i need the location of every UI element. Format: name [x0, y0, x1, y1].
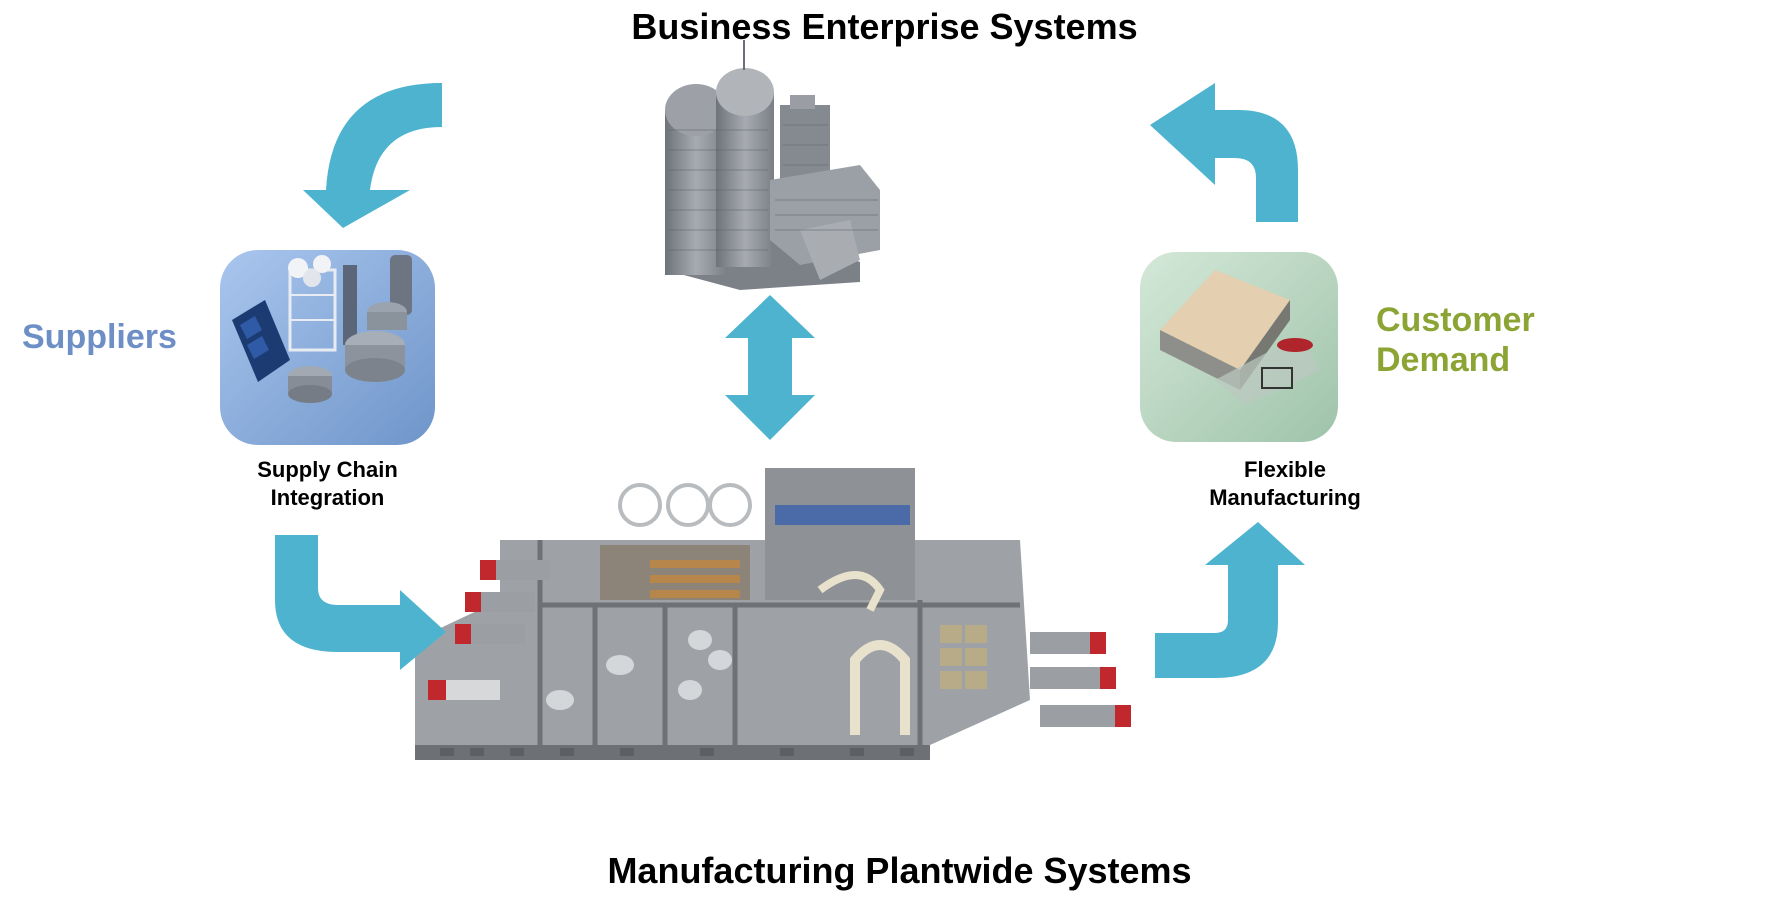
suppliers-label: Suppliers	[22, 318, 177, 356]
chemical-plant-icon	[232, 255, 412, 403]
flexible-manufacturing-tile	[1140, 252, 1338, 442]
arrow-enterprise-plant-bidirectional	[725, 295, 815, 440]
enterprise-buildings-illustration	[665, 40, 880, 290]
arrow-supply-to-plant	[275, 535, 446, 670]
supply-chain-caption-line1: Supply Chain	[257, 457, 398, 482]
flexible-manufacturing-caption-line1: Flexible	[1244, 457, 1326, 482]
arrow-plant-to-flexible	[1155, 522, 1305, 678]
supply-chain-tile	[220, 250, 435, 445]
supply-chain-caption-line2: Integration	[270, 485, 385, 510]
supply-chain-caption: Supply Chain Integration	[190, 456, 465, 512]
factory-floor-illustration	[415, 468, 1030, 760]
manufacturing-plantwide-title: Manufacturing Plantwide Systems	[607, 850, 1192, 891]
customer-demand-line2: Demand	[1376, 341, 1511, 379]
factory-building-icon	[1160, 270, 1320, 405]
business-enterprise-title: Business Enterprise Systems	[631, 6, 1138, 47]
flexible-manufacturing-caption: Flexible Manufacturing	[1160, 456, 1410, 512]
trucks-outbound	[1030, 632, 1131, 727]
customer-demand-line1: Customer	[1376, 301, 1535, 339]
trucks-inbound	[428, 560, 550, 700]
arrow-enterprise-to-suppliers	[303, 83, 442, 228]
customer-demand-label: Customer Demand	[1376, 300, 1535, 380]
flexible-manufacturing-caption-line2: Manufacturing	[1209, 485, 1361, 510]
arrow-flexible-to-enterprise	[1150, 83, 1298, 222]
